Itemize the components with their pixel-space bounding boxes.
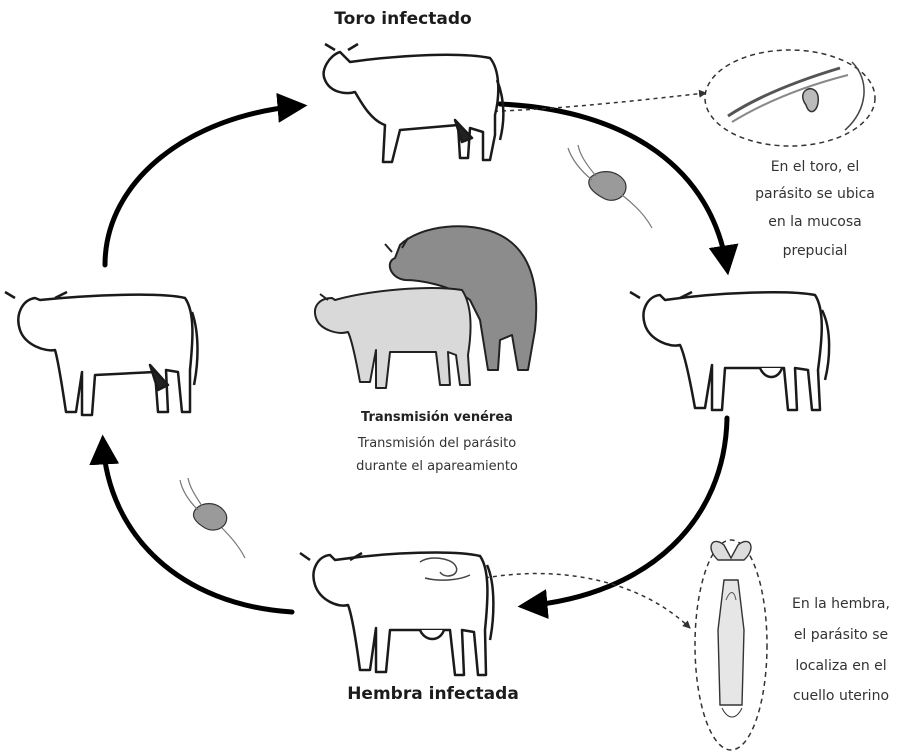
callout-toro-line-4: prepucial xyxy=(783,243,848,259)
callout-toro-image xyxy=(705,50,875,146)
parasite-lower xyxy=(180,478,245,558)
callout-toro-line-3: en la mucosa xyxy=(768,214,862,230)
callout-toro-line-2: parásito se ubica xyxy=(755,186,875,202)
callout-hembra-line-3: localiza en el xyxy=(795,658,886,674)
mating-pair xyxy=(315,226,536,388)
label-transmision-desc-1: Transmisión del parásito xyxy=(357,436,516,451)
cow-right xyxy=(630,292,829,410)
callout-hembra-line-1: En la hembra, xyxy=(792,596,890,612)
arrow-bottom-to-left xyxy=(103,442,292,612)
cow-mounted xyxy=(315,288,471,388)
callout-hembra-line-2: el parásito se xyxy=(794,627,888,643)
cow-infected-bottom xyxy=(300,553,493,675)
cow-left xyxy=(5,292,198,415)
callout-hembra-text: En la hembra, el parásito se localiza en… xyxy=(792,596,890,704)
arrow-right-to-bottom xyxy=(525,418,727,606)
label-transmision-title: Transmisión venérea xyxy=(361,410,513,425)
arrow-left-to-top xyxy=(105,106,300,265)
label-transmision-desc-2: durante el apareamiento xyxy=(356,459,518,474)
callout-hembra-image xyxy=(695,540,767,750)
callout-hembra-line-4: cuello uterino xyxy=(793,688,889,704)
callout-connector-hembra xyxy=(485,574,690,628)
label-toro-infectado: Toro infectado xyxy=(334,9,471,29)
callout-toro-line-1: En el toro, el xyxy=(771,159,860,175)
parasite-upper xyxy=(568,145,652,228)
bull-infected-top xyxy=(324,44,504,162)
label-hembra-infectada: Hembra infectada xyxy=(347,684,519,704)
callout-toro-text: En el toro, el parásito se ubica en la m… xyxy=(755,159,875,259)
